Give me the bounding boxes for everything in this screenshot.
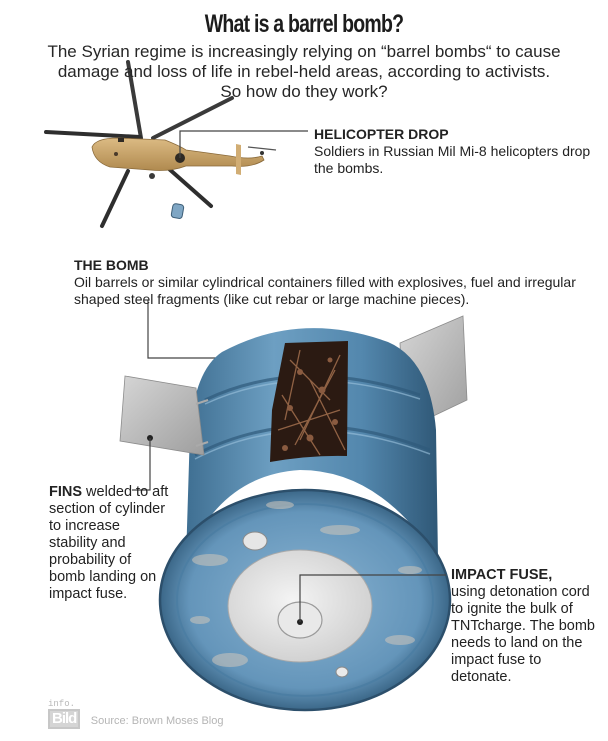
- fins-callout: FINS welded to aft section of cylinder t…: [49, 484, 169, 603]
- bomb-callout: THE BOMB Oil barrels or similar cylindri…: [74, 257, 604, 308]
- helicopter-callout-heading: HELICOPTER DROP: [314, 126, 449, 142]
- barrel-illustration: [119, 315, 468, 712]
- fins-connector-line: [132, 438, 151, 491]
- helicopter-callout: HELICOPTER DROP Soldiers in Russian Mil …: [314, 126, 604, 177]
- intro-line: So how do they work?: [220, 82, 388, 101]
- intro-line: The Syrian regime is increasingly relyin…: [47, 42, 561, 61]
- logo-info-text: info.: [48, 699, 76, 709]
- footer: info. Bild Source: Brown Moses Blog: [48, 700, 223, 736]
- intro-text: The Syrian regime is increasingly relyin…: [40, 42, 568, 102]
- helicopter-illustration: [44, 60, 277, 228]
- fuse-callout-heading: IMPACT FUSE,: [451, 567, 553, 583]
- bomb-callout-heading: THE BOMB: [74, 257, 149, 273]
- infobild-logo: info. Bild: [48, 699, 81, 729]
- bomb-callout-body: Oil barrels or similar cylindrical conta…: [74, 274, 576, 307]
- helicopter-callout-body: Soldiers in Russian Mil Mi-8 helicopters…: [314, 143, 591, 176]
- fins-callout-body: welded to aft section of cylinder to inc…: [49, 484, 169, 602]
- helicopter-connector-line: [179, 130, 308, 158]
- fuse-connector-line: [299, 574, 446, 622]
- logo-bild-text: Bild: [48, 709, 81, 729]
- fins-callout-heading: FINS: [49, 484, 83, 500]
- fuse-callout: IMPACT FUSE, using detonation cord to ig…: [451, 567, 601, 686]
- source-credit: Source: Brown Moses Blog: [90, 715, 224, 727]
- page-title: What is a barrel bomb?: [204, 10, 404, 38]
- intro-line: damage and loss of life in rebel-held ar…: [57, 62, 551, 81]
- fuse-callout-body: using detonation cord to ignite the bulk…: [451, 584, 595, 685]
